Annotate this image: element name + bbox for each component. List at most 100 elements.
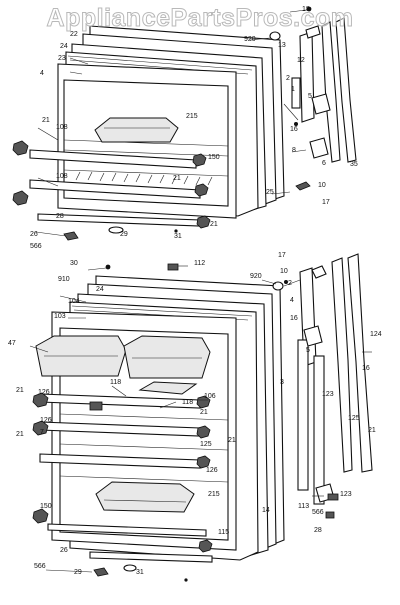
upper-part-number-label: 8 [292, 147, 296, 154]
upper-part-number-label: 22 [70, 31, 78, 38]
upper-shelf-bar [29, 149, 197, 169]
lower-part-number-label: 21 [16, 431, 24, 438]
upper-part-number-label: 566 [30, 243, 42, 250]
lower-part-number-label: 124 [370, 331, 382, 338]
lower-door-seal-strip-2 [313, 355, 325, 505]
lower-part-number-label: 126 [206, 467, 218, 474]
upper-part-number-label: 35 [350, 161, 358, 168]
lower-part-number-label: 26 [60, 547, 68, 554]
lower-bottom-rail [89, 551, 213, 563]
upper-hardware-clip [63, 231, 79, 241]
lower-part-number-label: 566 [34, 563, 46, 570]
lower-part-number-label: 118 [182, 399, 193, 406]
upper-part-number-label: 1 [291, 86, 295, 93]
lower-part-number-label: 16 [290, 315, 298, 322]
upper-washer [108, 226, 124, 234]
lower-part-number-label: 125 [348, 415, 360, 422]
lower-part-number-label: 126 [38, 389, 50, 396]
upper-part-number-label: 10 [318, 182, 326, 189]
upper-part-number-label: 12 [297, 57, 305, 64]
dairy-compartment-door-right [123, 335, 211, 379]
upper-shelf-end-cap-lower [12, 190, 29, 206]
upper-part-number-label: 108 [56, 124, 68, 131]
upper-part-number-label: 26 [30, 231, 38, 238]
lower-part-number-label: 47 [8, 340, 16, 347]
upper-part-number-label: 17 [322, 199, 330, 206]
upper-hinge-block [311, 93, 331, 115]
lower-door-assembly [29, 253, 373, 582]
upper-part-number-label: 4 [40, 70, 44, 77]
upper-part-number-label: 5 [308, 93, 312, 100]
upper-part-number-label: 28 [56, 213, 64, 220]
lower-part-number-label: 566 [312, 509, 324, 516]
lower-part-number-label: 21 [368, 427, 376, 434]
lower-part-number-label: 5 [306, 347, 310, 354]
upper-part-number-label: 13 [278, 42, 286, 49]
upper-part-number-label: 18 [302, 6, 310, 13]
lower-part-number-label: 150 [40, 503, 52, 510]
lower-part-number-label: 118 [110, 379, 121, 386]
lower-part-number-label: 24 [96, 286, 104, 293]
lower-part-number-label: 104 [68, 298, 80, 305]
upper-hinge-bracket [299, 31, 315, 123]
egg-tray [138, 381, 198, 395]
upper-part-number-label: 29 [120, 231, 128, 238]
upper-part-number-label: 16 [290, 126, 298, 133]
upper-part-number-label: 150 [208, 154, 220, 161]
upper-part-number-label: 23 [58, 55, 66, 62]
lower-part-number-label: 3 [280, 379, 284, 386]
lower-door-seal-strip [297, 339, 309, 491]
lower-part-number-label: 21 [16, 387, 24, 394]
lower-part-number-label: 126 [40, 417, 52, 424]
lower-part-number-label: 14 [262, 507, 270, 514]
upper-part-number-label: 31 [174, 233, 182, 240]
lower-part-number-label: 30 [70, 260, 78, 267]
lower-hardware-clip [89, 401, 103, 411]
lower-part-number-label: 215 [208, 491, 220, 498]
lower-part-number-label: 28 [314, 527, 322, 534]
lower-part-number-label: 112 [194, 260, 205, 267]
lower-door-handle [331, 257, 353, 473]
upper-part-number-label: 920 [244, 36, 256, 43]
upper-part-number-label: 6 [322, 160, 326, 167]
lower-part-number-label: 21 [228, 437, 236, 444]
lower-part-number-label: 21 [200, 409, 208, 416]
lower-part-number-label: 123 [340, 491, 352, 498]
upper-part-number-label: 21 [42, 117, 50, 124]
upper-part-number-label: 24 [60, 43, 68, 50]
lower-part-number-label: 103 [54, 313, 66, 320]
lower-part-number-label: 17 [278, 252, 286, 259]
lower-shelf-bar-4 [47, 523, 207, 537]
upper-part-number-label: 21 [173, 175, 181, 182]
upper-part-number-label: 25 [266, 189, 274, 196]
lower-part-number-label: 10 [280, 268, 288, 275]
lower-part-number-label: 920 [250, 273, 262, 280]
lower-part-number-label: 16 [362, 365, 370, 372]
lower-part-number-label: 7 [40, 429, 44, 436]
upper-part-number-label: 21 [210, 221, 218, 228]
upper-part-number-label: 2 [286, 75, 290, 82]
lower-part-number-label: 113 [298, 503, 309, 510]
upper-part-number-label: 215 [186, 113, 198, 120]
upper-handle-trim [291, 77, 301, 109]
upper-shelf-bar-lower [29, 179, 201, 199]
lower-part-number-label: 125 [200, 441, 212, 448]
upper-door-assembly [12, 6, 357, 241]
lower-part-number-label: 106 [204, 393, 216, 400]
lower-part-number-label: 115 [218, 529, 229, 536]
lower-part-number-label: 123 [322, 391, 334, 398]
lower-part-number-label: 29 [74, 569, 82, 576]
upper-tray-compartment [94, 117, 179, 143]
lower-shelf-bar-3 [39, 453, 201, 469]
lower-part-number-label: 910 [58, 276, 70, 283]
lower-crisper-tray [95, 481, 195, 513]
upper-shelf-end-cap [12, 140, 29, 156]
lower-part-number-label: 2 [288, 280, 292, 287]
upper-part-number-label: 108 [56, 173, 68, 180]
lower-part-number-label: 4 [290, 297, 294, 304]
lower-part-number-label: 31 [136, 569, 144, 576]
